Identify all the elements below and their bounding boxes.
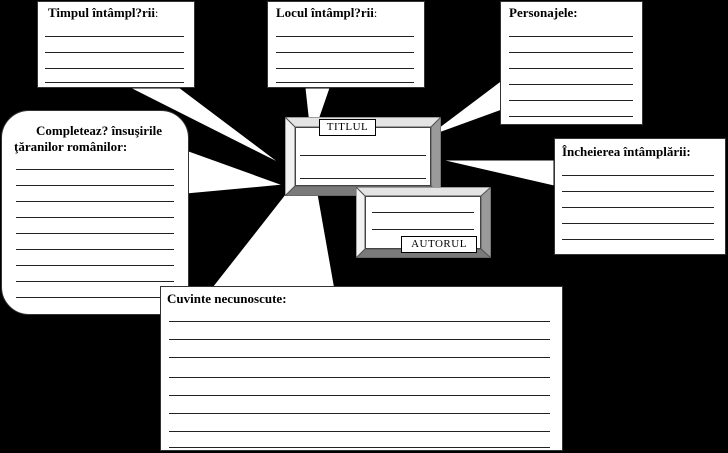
characters-callout-title: Personajele:: [509, 5, 578, 20]
traits-callout-line1: Completeaz? însuşirile: [36, 123, 163, 138]
unknown-words-lines[interactable]: [169, 287, 550, 452]
place-callout-title: Locul întâmpl?rii:: [276, 5, 377, 21]
unknown-words-title: Cuvinte necunoscute:: [167, 291, 287, 306]
time-callout: Timpul întâmpl?rii:: [37, 1, 195, 88]
place-callout: Locul întâmpl?rii:: [267, 1, 425, 88]
time-callout-label: Timpul întâmpl?rii: [48, 5, 156, 20]
place-answer-lines[interactable]: [276, 2, 414, 89]
author-label: AUTORUL: [401, 236, 477, 253]
unknown-words-callout: Cuvinte necunoscute:: [160, 286, 563, 451]
traits-callout-line2: ţăranilor românilor:: [14, 139, 128, 154]
title-panel-face[interactable]: [295, 127, 431, 186]
characters-answer-lines[interactable]: [509, 2, 633, 126]
traits-callout: Completeaz? însuşirile ţăranilor românil…: [1, 110, 189, 315]
time-callout-title: Timpul întâmpl?rii:: [48, 5, 158, 21]
author-panel: AUTORUL: [356, 187, 491, 258]
characters-callout: Personajele:: [500, 1, 643, 125]
author-answer-lines: [372, 197, 474, 250]
traits-answer-lines[interactable]: [16, 111, 174, 316]
time-answer-lines[interactable]: [45, 2, 184, 89]
ending-answer-lines[interactable]: [562, 139, 714, 256]
title-panel: TITLUL: [285, 117, 441, 196]
place-callout-suffix: :: [373, 6, 378, 20]
title-label: TITLUL: [319, 119, 376, 136]
time-callout-suffix: :: [155, 6, 159, 20]
time-callout-tail: [129, 87, 282, 165]
place-callout-label: Locul întâmpl?rii: [276, 5, 374, 20]
ending-callout: Încheierea întâmplării:: [554, 138, 726, 255]
ending-callout-title: Încheierea întâmplării:: [562, 144, 691, 159]
title-answer-lines: [300, 128, 426, 187]
ending-callout-tail: [440, 159, 555, 187]
